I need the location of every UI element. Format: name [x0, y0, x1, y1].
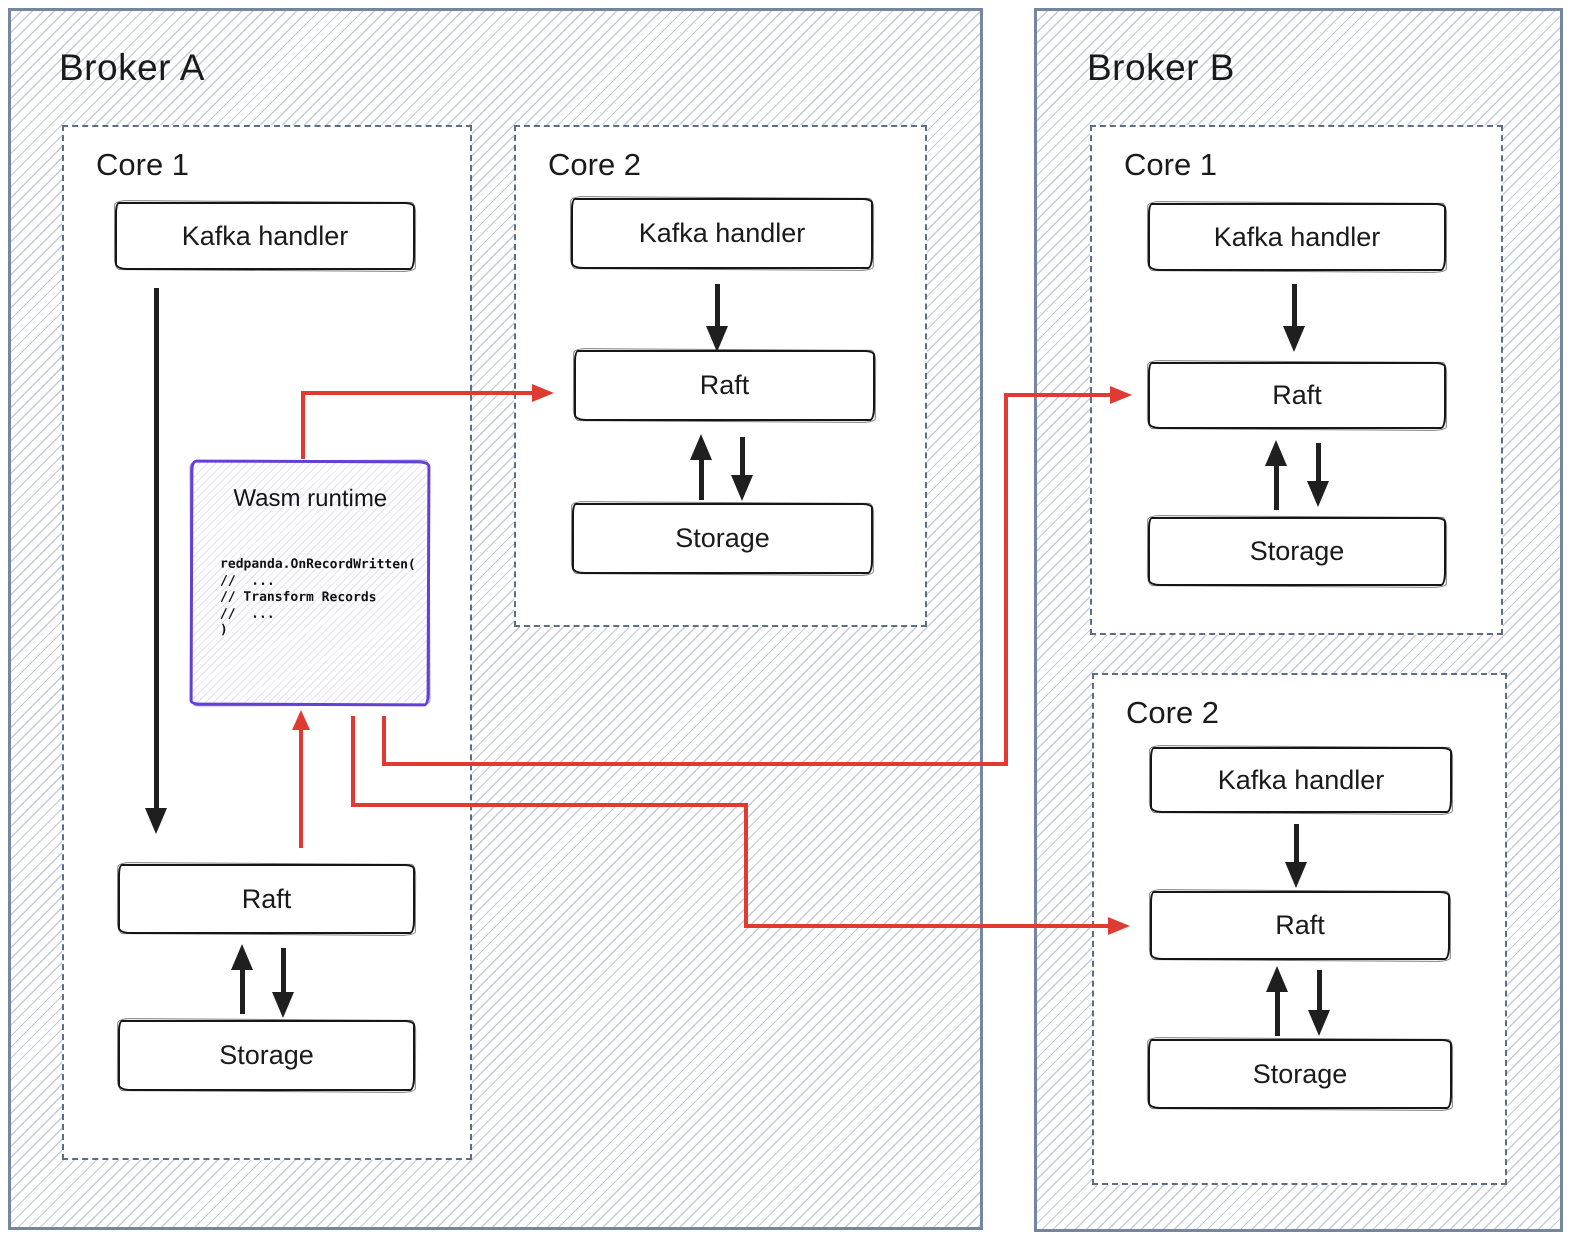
kafka-handler-box-b1: Kafka handler: [1148, 203, 1446, 271]
wasm-code-snippet: redpanda.OnRecordWritten( // ... // Tran…: [219, 556, 416, 638]
storage-box-b2: Storage: [1148, 1039, 1452, 1109]
raft-label-b2: Raft: [1275, 910, 1325, 940]
wasm-runtime-box: Wasm runtime redpanda.OnRecordWritten( /…: [189, 459, 431, 707]
raft-label-b1: Raft: [1272, 380, 1322, 410]
wasm-runtime-title: Wasm runtime: [233, 484, 388, 513]
kafka-handler-label-b2: Kafka handler: [1217, 764, 1385, 795]
kafka-handler-label-a2: Kafka handler: [638, 218, 806, 248]
broker-b-title: Broker B: [1087, 47, 1235, 88]
storage-label-b1: Storage: [1249, 536, 1345, 566]
broker-a-title: Broker A: [59, 47, 205, 88]
raft-box-a1: Raft: [118, 864, 415, 934]
broker-b-core-1-label: Core 1: [1124, 147, 1218, 182]
raft-box-b2: Raft: [1150, 891, 1450, 960]
kafka-handler-box-b2: Kafka handler: [1150, 747, 1452, 813]
raft-box-b1: Raft: [1148, 362, 1446, 429]
storage-label-a2: Storage: [675, 523, 770, 553]
broker-a-core-2-label: Core 2: [548, 147, 642, 182]
raft-label-a2: Raft: [699, 370, 750, 400]
raft-label-a1: Raft: [241, 883, 292, 914]
storage-box-a2: Storage: [572, 503, 873, 574]
storage-label-a1: Storage: [219, 1040, 314, 1070]
kafka-handler-box-a1: Kafka handler: [115, 202, 415, 270]
storage-box-b1: Storage: [1148, 517, 1446, 586]
broker-a-core-1-label: Core 1: [96, 147, 190, 182]
storage-label-b2: Storage: [1252, 1058, 1348, 1089]
kafka-handler-label-a1: Kafka handler: [181, 220, 349, 251]
raft-box-a2: Raft: [574, 350, 875, 421]
broker-b-core-2-label: Core 2: [1126, 695, 1220, 730]
kafka-handler-box-a2: Kafka handler: [571, 198, 873, 269]
kafka-handler-label-b1: Kafka handler: [1213, 221, 1381, 252]
storage-box-a1: Storage: [118, 1020, 415, 1091]
